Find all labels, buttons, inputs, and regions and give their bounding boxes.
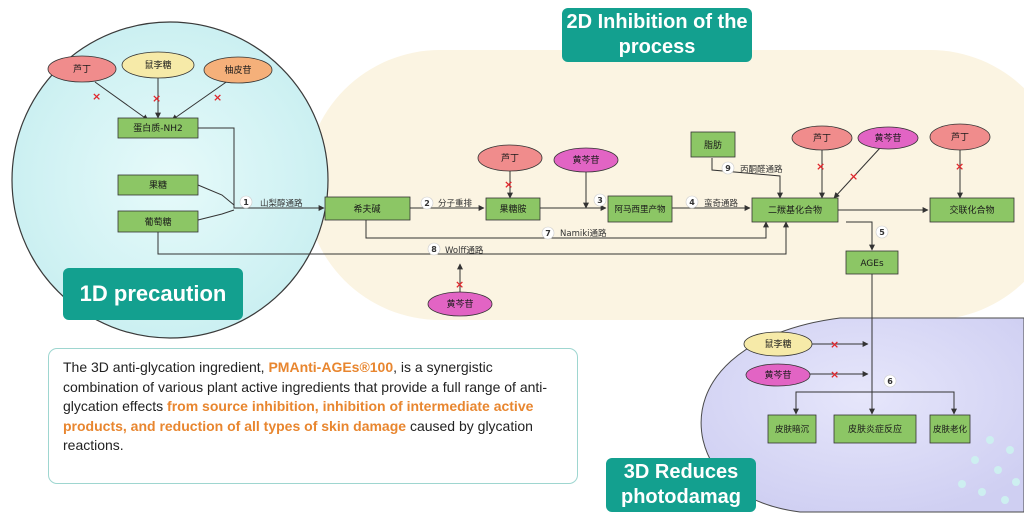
svg-text:分子重排: 分子重排 bbox=[438, 198, 473, 209]
node-rutin-a: 芦丁 bbox=[47, 55, 117, 83]
svg-text:Wolff通路: Wolff通路 bbox=[445, 245, 484, 256]
node-baicalin-b: 黄芩苷 bbox=[857, 126, 919, 150]
edge-label-9: 9 丙酮醛通路 bbox=[721, 161, 783, 175]
node-ages: AGEs bbox=[845, 250, 899, 275]
svg-text:×: × bbox=[92, 90, 101, 103]
svg-text:皮肤炎症反应: 皮肤炎症反应 bbox=[848, 423, 902, 435]
svg-text:蛋白质-NH2: 蛋白质-NH2 bbox=[133, 122, 182, 134]
edge-label-1: 1 山梨醇通路 bbox=[239, 195, 303, 209]
svg-text:×: × bbox=[830, 368, 839, 381]
svg-text:皮肤暗沉: 皮肤暗沉 bbox=[775, 424, 810, 435]
edge-label-5: 5 bbox=[875, 225, 889, 239]
node-fat: 脂肪 bbox=[690, 131, 736, 158]
node-dull: 皮肤暗沉 bbox=[767, 414, 817, 444]
svg-text:脂肪: 脂肪 bbox=[704, 139, 722, 151]
svg-text:×: × bbox=[830, 338, 839, 351]
svg-text:×: × bbox=[504, 178, 513, 191]
svg-text:黄芩苷: 黄芩苷 bbox=[874, 132, 901, 144]
product-name: PMAnti-AGEs®100 bbox=[268, 359, 394, 375]
node-rutin-d: 芦丁 bbox=[929, 123, 991, 151]
node-amadori: 阿马西里产物 bbox=[607, 195, 673, 223]
edge-label-4: 4 蛮奇通路 bbox=[685, 195, 739, 209]
svg-text:5: 5 bbox=[879, 228, 885, 237]
svg-text:×: × bbox=[213, 91, 222, 104]
svg-text:果糖胺: 果糖胺 bbox=[499, 203, 526, 215]
svg-text:黄芩苷: 黄芩苷 bbox=[764, 369, 791, 381]
svg-text:黄芩苷: 黄芩苷 bbox=[572, 154, 599, 166]
svg-text:鼠李糖: 鼠李糖 bbox=[764, 338, 791, 350]
node-protein: 蛋白质-NH2 bbox=[117, 117, 199, 139]
svg-text:丙酮醛通路: 丙酮醛通路 bbox=[740, 164, 783, 175]
node-rhamnose-b: 鼠李糖 bbox=[743, 331, 813, 357]
svg-text:芦丁: 芦丁 bbox=[951, 132, 969, 143]
svg-text:×: × bbox=[455, 278, 464, 291]
svg-text:AGEs: AGEs bbox=[860, 259, 884, 269]
svg-text:柚皮苷: 柚皮苷 bbox=[224, 64, 251, 76]
svg-text:黄芩苷: 黄芩苷 bbox=[446, 298, 473, 310]
svg-text:阿马西里产物: 阿马西里产物 bbox=[614, 204, 666, 215]
svg-text:芦丁: 芦丁 bbox=[501, 153, 519, 164]
svg-text:7: 7 bbox=[545, 229, 551, 238]
svg-text:蛮奇通路: 蛮奇通路 bbox=[704, 198, 739, 209]
svg-text:×: × bbox=[152, 92, 161, 105]
node-dicarbonyl: 二羰基化合物 bbox=[751, 197, 839, 223]
description-part-3: caused by glycation reactions. bbox=[63, 417, 533, 454]
svg-text:芦丁: 芦丁 bbox=[813, 133, 831, 144]
node-rutin-b: 芦丁 bbox=[477, 144, 543, 172]
svg-text:2: 2 bbox=[424, 199, 430, 208]
svg-text:鼠李糖: 鼠李糖 bbox=[144, 59, 171, 71]
svg-text:果糖: 果糖 bbox=[149, 179, 167, 191]
svg-text:×: × bbox=[955, 160, 964, 173]
svg-text:×: × bbox=[816, 160, 825, 173]
edge-label-2: 2 分子重排 bbox=[420, 196, 473, 210]
description-box: The 3D anti-glycation ingredient, PMAnti… bbox=[48, 348, 578, 484]
svg-text:Namiki通路: Namiki通路 bbox=[560, 228, 607, 239]
inhibition-marks: × × × × × × × × × × bbox=[92, 90, 964, 381]
node-fructose: 果糖 bbox=[117, 174, 199, 196]
node-baicalin-a: 黄芩苷 bbox=[553, 147, 619, 173]
description-part-2: , is a synergistic combination of variou… bbox=[63, 359, 548, 414]
svg-text:4: 4 bbox=[689, 198, 695, 207]
node-baicalin-c: 黄芩苷 bbox=[427, 291, 493, 317]
svg-text:交联化合物: 交联化合物 bbox=[949, 204, 994, 216]
svg-text:1: 1 bbox=[243, 198, 249, 207]
node-glucose: 葡萄糖 bbox=[117, 210, 199, 233]
svg-text:山梨醇通路: 山梨醇通路 bbox=[260, 198, 303, 209]
node-fructosamine-pre: 果糖胺 bbox=[485, 197, 541, 221]
edge-label-8: 8 Wolff通路 bbox=[427, 242, 484, 256]
node-baicalin-d: 黄芩苷 bbox=[745, 363, 811, 387]
svg-text:皮肤老化: 皮肤老化 bbox=[933, 424, 968, 435]
description-highlight: from source inhibition, inhibition of in… bbox=[63, 398, 534, 434]
svg-text:二羰基化合物: 二羰基化合物 bbox=[768, 204, 822, 216]
node-inflam: 皮肤炎症反应 bbox=[833, 414, 917, 444]
svg-text:希夫碱: 希夫碱 bbox=[353, 203, 380, 215]
svg-text:3: 3 bbox=[597, 196, 603, 205]
edge-label-3: 3 bbox=[593, 193, 607, 207]
svg-text:6: 6 bbox=[887, 377, 893, 386]
node-rutin-c: 芦丁 bbox=[791, 125, 853, 151]
svg-text:葡萄糖: 葡萄糖 bbox=[144, 216, 171, 228]
node-rhamnose-a: 鼠李糖 bbox=[121, 51, 195, 79]
edge-label-7: 7 Namiki通路 bbox=[541, 226, 607, 240]
svg-text:×: × bbox=[849, 170, 858, 183]
badge-2d-inhibition: 2D Inhibition of the process bbox=[562, 8, 752, 62]
edge-label-6: 6 bbox=[883, 374, 897, 388]
badge-3d-photodamage: 3D Reduces photodamag bbox=[606, 458, 756, 512]
svg-text:9: 9 bbox=[725, 164, 731, 173]
node-aging: 皮肤老化 bbox=[929, 414, 971, 444]
node-crosslink: 交联化合物 bbox=[929, 197, 1015, 223]
process-zone bbox=[305, 50, 1024, 320]
node-naringin: 柚皮苷 bbox=[203, 56, 273, 84]
node-schiff: 希夫碱 bbox=[324, 196, 411, 221]
svg-text:8: 8 bbox=[431, 245, 437, 254]
description-part-1: The 3D anti-glycation ingredient, bbox=[63, 359, 269, 375]
svg-text:芦丁: 芦丁 bbox=[73, 64, 91, 75]
decor-dots bbox=[958, 436, 1020, 504]
badge-1d-precaution: 1D precaution bbox=[63, 268, 243, 320]
